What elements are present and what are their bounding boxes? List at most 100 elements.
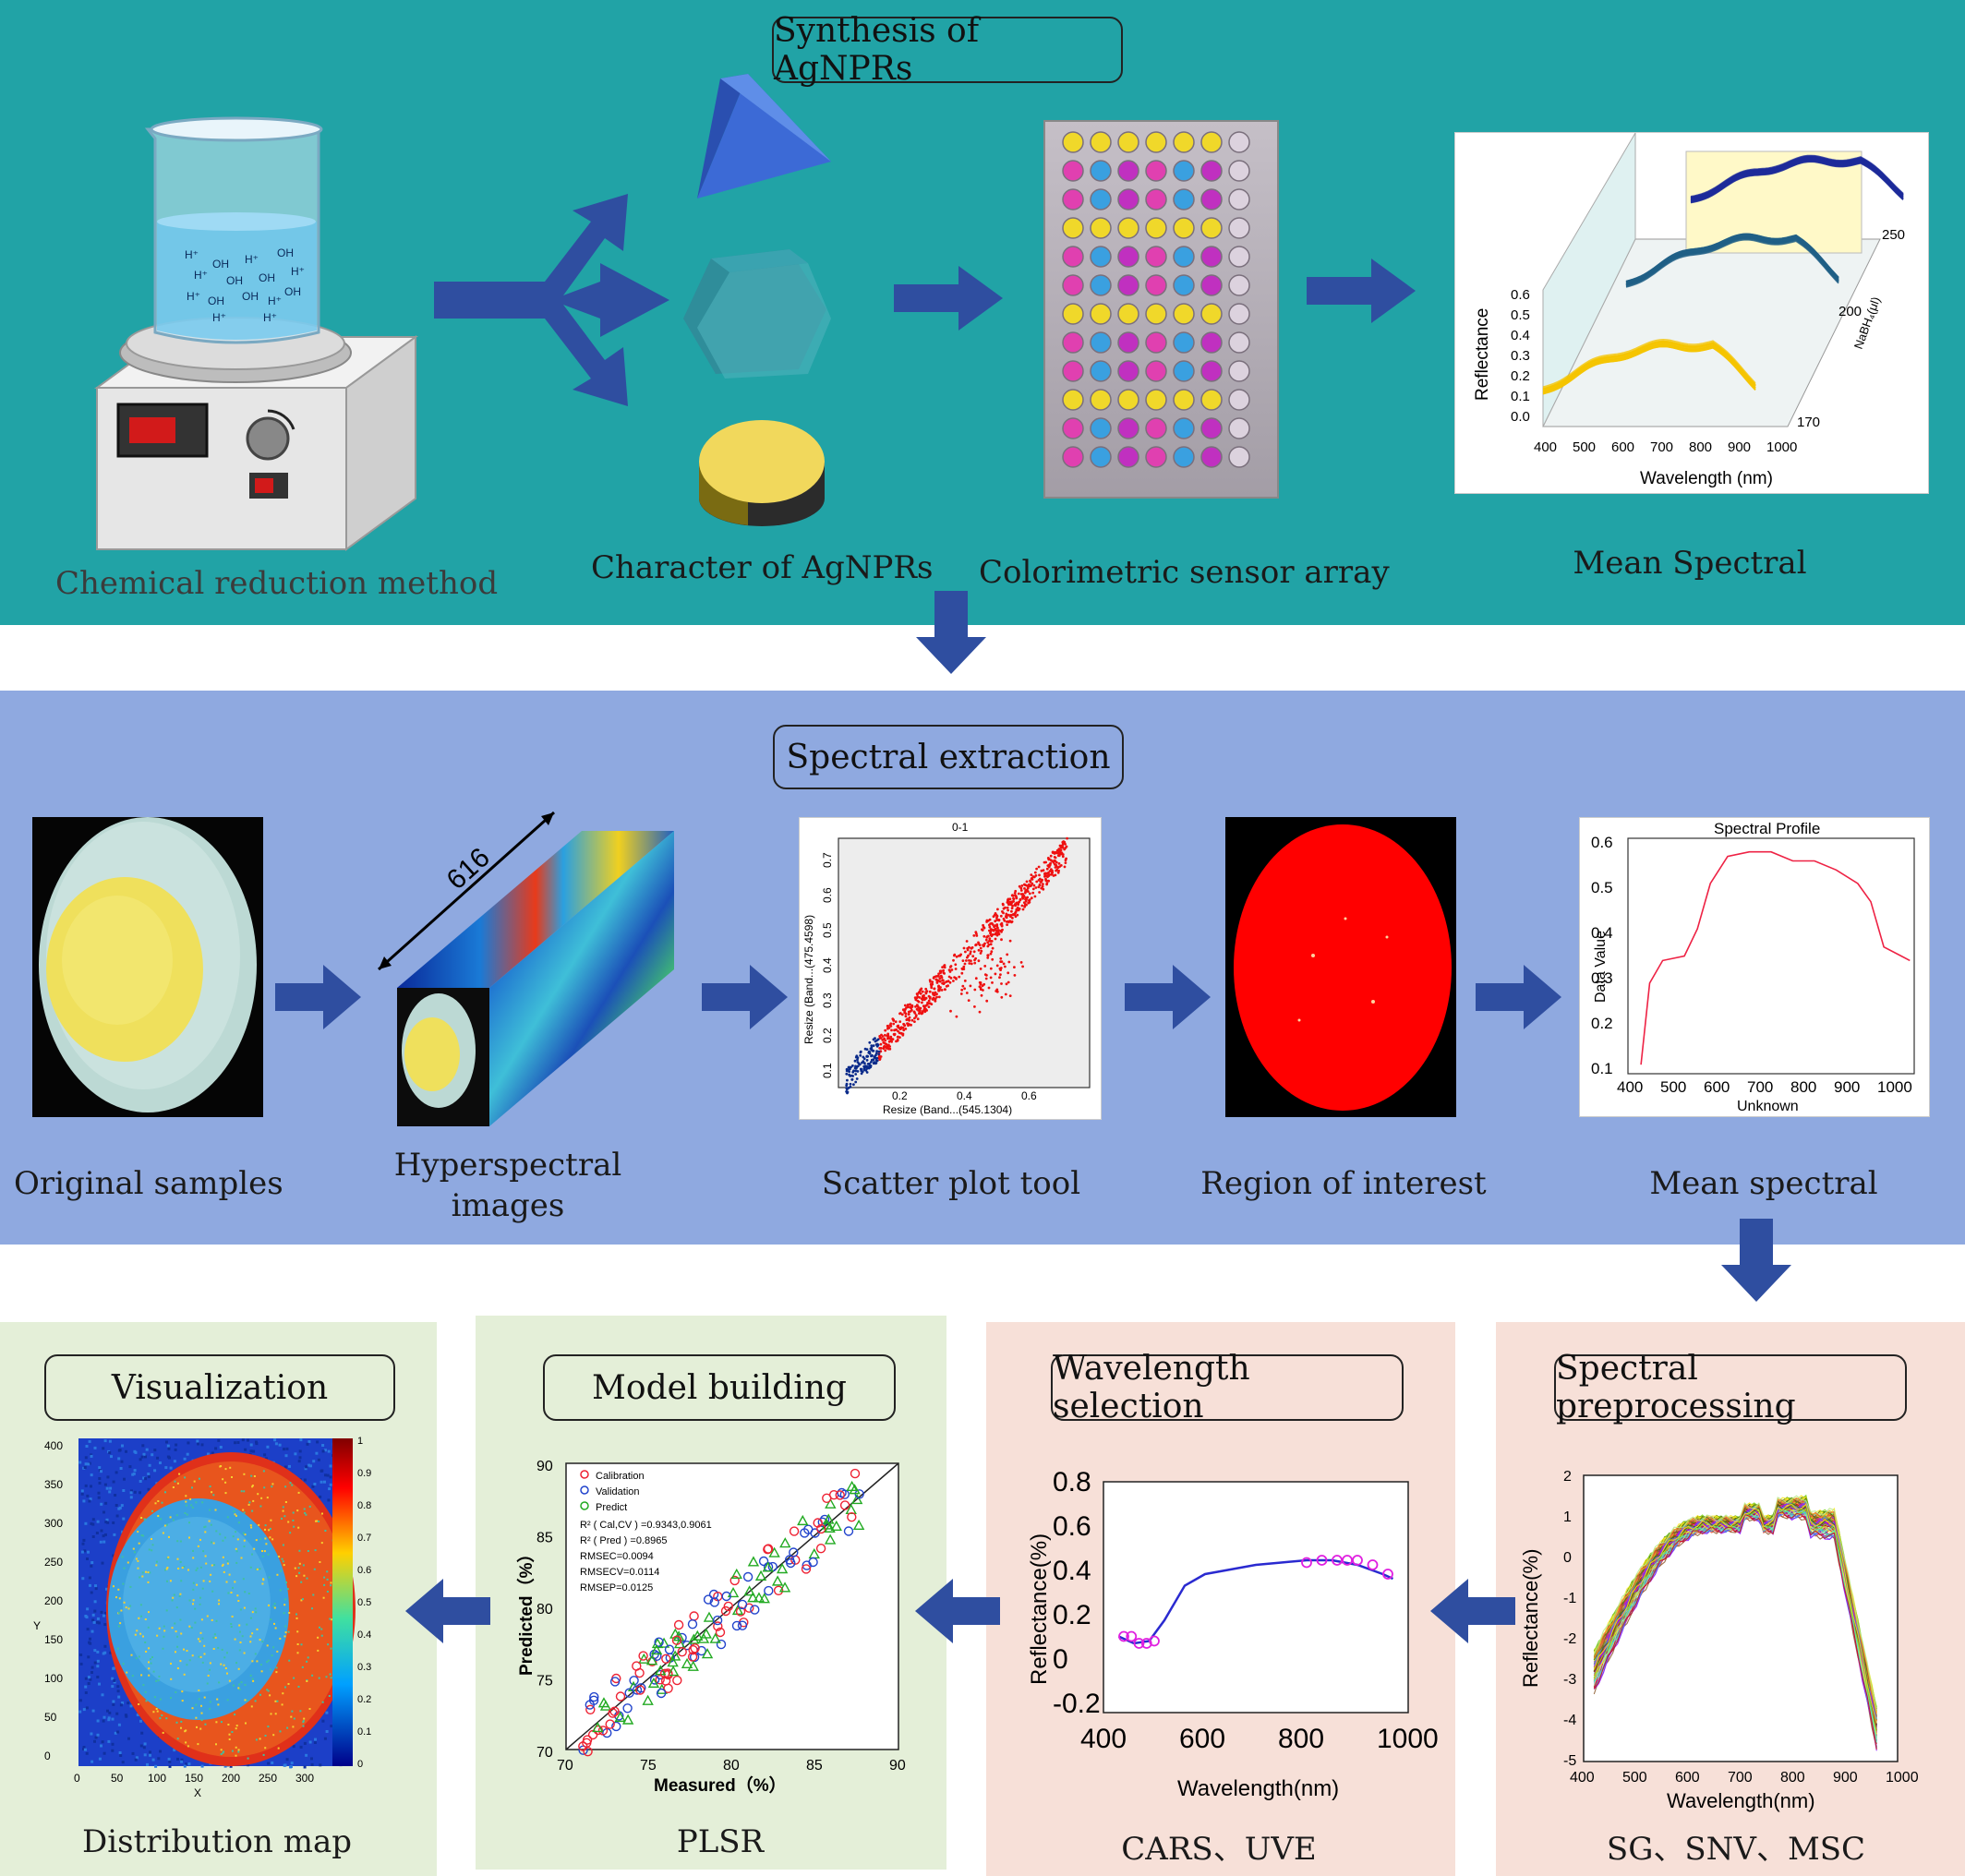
map-speckle — [259, 1568, 261, 1570]
plsr-point — [764, 1585, 774, 1596]
map-speckle — [132, 1547, 135, 1550]
map-noise — [288, 1464, 291, 1468]
caption-scatter-plot-tool: Scatter plot tool — [821, 1165, 1081, 1202]
map-speckle — [277, 1747, 280, 1750]
map-noise — [319, 1469, 323, 1473]
map-noise — [102, 1751, 106, 1755]
scatter-point — [1002, 907, 1006, 910]
plsr-point — [701, 1648, 714, 1659]
scatter-point — [1023, 883, 1026, 886]
sensor-well — [1090, 360, 1112, 382]
map-speckle — [178, 1595, 181, 1597]
selected-wavelength-marker — [1342, 1555, 1353, 1566]
sensor-well — [1117, 274, 1139, 296]
map-noise — [91, 1618, 95, 1622]
plsr-point — [729, 1575, 740, 1586]
plsr-point — [649, 1675, 660, 1685]
map-noise — [255, 1442, 259, 1446]
map-speckle — [141, 1575, 144, 1578]
map-noise — [106, 1475, 110, 1479]
ytick-label: 0.0 — [1511, 409, 1530, 425]
map-speckle — [269, 1536, 271, 1539]
plsr-point — [654, 1637, 664, 1647]
scatter-point — [1030, 877, 1033, 881]
scatter-point — [959, 953, 962, 956]
scatter-point — [903, 1004, 907, 1007]
map-noise — [82, 1748, 85, 1750]
map-noise — [84, 1521, 88, 1525]
scatter-point — [1046, 875, 1049, 879]
scatter-point — [991, 957, 995, 961]
map-speckle — [255, 1539, 258, 1542]
map-noise — [294, 1452, 297, 1456]
map-noise — [87, 1682, 90, 1685]
map-speckle — [147, 1581, 150, 1583]
wave-ytick: 0.6 — [1053, 1511, 1091, 1542]
map-speckle — [185, 1500, 187, 1503]
map-speckle — [239, 1642, 242, 1643]
svg-text:H⁺: H⁺ — [291, 265, 305, 278]
scatter-point — [898, 1020, 902, 1023]
scatter-point — [1025, 880, 1029, 884]
map-speckle — [237, 1667, 240, 1670]
map-speckle — [219, 1465, 222, 1468]
map-speckle — [211, 1491, 213, 1494]
scatter-point — [1055, 864, 1058, 868]
map-noise — [96, 1659, 100, 1663]
map-noise — [299, 1745, 303, 1749]
map-noise — [129, 1491, 133, 1495]
map-noise — [120, 1460, 124, 1463]
map-speckle — [209, 1485, 211, 1488]
sensor-well — [1090, 246, 1112, 268]
map-noise — [139, 1458, 142, 1461]
map-speckle — [121, 1556, 124, 1558]
scatter-xtick: 0.4 — [957, 1089, 972, 1102]
scatter-point — [859, 1050, 862, 1053]
sensor-well — [1117, 188, 1139, 210]
scatter-point — [1018, 884, 1021, 888]
scatter-point — [1058, 850, 1062, 854]
sensor-well — [1145, 360, 1167, 382]
map-speckle — [264, 1747, 267, 1750]
map-speckle — [302, 1564, 305, 1567]
scatter-point — [1061, 855, 1065, 859]
scatter-point — [962, 946, 966, 950]
map-speckle — [175, 1606, 178, 1609]
map-speckle — [161, 1501, 163, 1504]
sensor-well — [1173, 389, 1195, 411]
scatter-point — [948, 966, 952, 968]
scatter-point — [974, 977, 978, 980]
scatter-point — [1061, 844, 1064, 848]
map-speckle — [175, 1651, 176, 1654]
map-speckle — [292, 1519, 295, 1521]
wave-ytick: 0.4 — [1053, 1556, 1091, 1586]
map-speckle — [184, 1730, 187, 1733]
plsr-point — [687, 1618, 698, 1629]
sensor-well — [1228, 360, 1250, 382]
map-speckle — [187, 1745, 189, 1748]
scatter-point — [1043, 875, 1046, 878]
scatter-point — [845, 1069, 849, 1073]
plsr-point — [839, 1500, 850, 1510]
map-speckle — [285, 1581, 287, 1583]
map-speckle — [183, 1566, 186, 1568]
map-noise — [82, 1466, 86, 1470]
scatter-point — [959, 992, 963, 995]
map-noise — [100, 1502, 103, 1506]
map-noise — [315, 1451, 319, 1455]
map-noise — [325, 1730, 329, 1733]
map-noise — [88, 1461, 91, 1465]
plsr-point — [743, 1585, 755, 1596]
scatter-point — [897, 1029, 899, 1033]
scatter-point — [986, 956, 990, 959]
colorbar-tick: 0.3 — [357, 1662, 371, 1673]
map-speckle — [180, 1632, 183, 1635]
map-speckle — [193, 1480, 196, 1483]
scatter-point — [962, 965, 966, 968]
map-speckle — [279, 1730, 282, 1733]
sensor-well — [1228, 160, 1250, 182]
map-noise — [119, 1467, 123, 1470]
scatter-point — [948, 980, 952, 984]
map-speckle — [207, 1675, 210, 1677]
scatter-point — [1040, 881, 1043, 884]
